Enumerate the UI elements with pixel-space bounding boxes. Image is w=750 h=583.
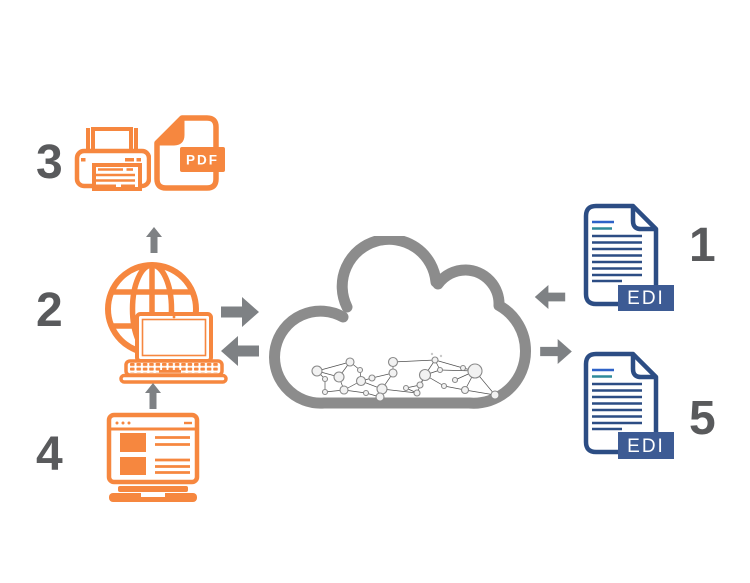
network-nodes [311, 352, 500, 402]
spacebar [159, 370, 181, 373]
step-label-1: 1 [689, 219, 716, 272]
thumbnail-block [120, 433, 146, 452]
edi-badge [618, 285, 674, 311]
step-label-2: 2 [36, 284, 63, 337]
thumbnail-block [120, 457, 146, 475]
edi-document-in-icon: EDI [583, 203, 674, 311]
step-label-3: 3 [36, 136, 63, 189]
arrow-left-icon [534, 285, 566, 309]
step-label-4: 4 [36, 428, 63, 481]
edi-document-out-icon: EDI [583, 351, 674, 459]
browser-window-icon [106, 412, 200, 502]
cloud-network-icon [269, 236, 532, 409]
arrow-up-icon [146, 227, 162, 253]
pdf-file-icon: PDF [154, 115, 225, 191]
pdf-badge [180, 147, 225, 172]
keyboard-keys [130, 363, 219, 373]
globe-laptop-icon [105, 262, 228, 384]
printer-icon [74, 127, 151, 191]
edi-badge-label: EDI [627, 436, 665, 457]
arrow-right-icon [221, 297, 259, 327]
edi-badge [618, 432, 674, 459]
cloud-outline [269, 236, 532, 409]
step-label-5: 5 [689, 392, 716, 445]
monitor-base [109, 493, 197, 502]
arrow-left-icon [221, 336, 259, 366]
pdf-badge-label: PDF [186, 153, 219, 168]
edi-badge-label: EDI [627, 288, 665, 309]
arrow-right-icon [540, 339, 572, 364]
monitor-neck [118, 486, 188, 492]
arrow-up-icon [145, 383, 161, 409]
webcam-dot [172, 315, 176, 319]
